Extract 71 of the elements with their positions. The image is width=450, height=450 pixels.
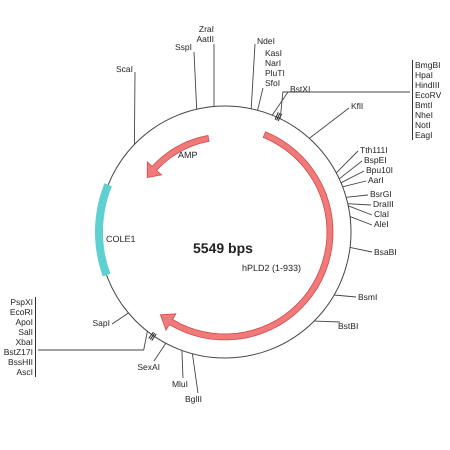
enzyme-label: BstBI: [338, 321, 358, 331]
leader-line: [350, 246, 372, 252]
leader-line: [154, 342, 166, 362]
feature-label: hPLD2 (1-933): [242, 263, 302, 273]
leader-line: [250, 44, 256, 110]
enzyme-label: BglII: [184, 394, 202, 404]
leader-line: [257, 88, 264, 111]
leader-line: [272, 92, 288, 116]
feature-label: COLE1: [106, 234, 136, 244]
bracket: [412, 60, 442, 140]
enzyme-label: XbaI: [14, 337, 33, 347]
enzyme-label: SspI: [174, 42, 192, 52]
enzyme-label: NarI: [265, 58, 282, 68]
enzyme-label: EcoRI: [8, 307, 33, 317]
enzyme-label: BmtI: [415, 100, 434, 110]
enzyme-label: Tth111I: [360, 145, 388, 155]
leader-line: [280, 92, 410, 120]
leader-line: [336, 150, 358, 174]
leader-line: [194, 52, 198, 110]
enzyme-label: SfoI: [265, 78, 282, 88]
enzyme-label: HindIII: [415, 80, 441, 90]
enzyme-label: BsmI: [358, 292, 378, 302]
enzyme-label: EcoRV: [415, 90, 442, 100]
leader-line: [192, 353, 198, 394]
enzyme-label: HpaI: [415, 70, 434, 80]
enzyme-label: BmgBI: [415, 60, 442, 70]
enzyme-label: SapI: [92, 318, 110, 328]
leader-line: [112, 312, 129, 324]
enzyme-label: ApoI: [14, 317, 33, 327]
leader-line: [308, 108, 350, 139]
enzyme-label: ClaI: [374, 209, 390, 219]
bracket: [4, 297, 36, 377]
enzyme-label: BsrGI: [370, 189, 392, 199]
leader-line: [134, 72, 136, 145]
leader-line: [340, 170, 364, 184]
enzyme-label: KasI: [265, 48, 284, 58]
enzyme-label: NdeI: [257, 36, 275, 46]
leader-line: [346, 194, 368, 198]
enzyme-label: NheI: [415, 110, 434, 120]
enzyme-label: ScaI: [116, 64, 133, 74]
enzyme-label: EagI: [415, 130, 434, 140]
leader-line: [347, 203, 372, 206]
enzyme-label: PluTI: [265, 68, 285, 78]
leader-line: [338, 160, 362, 180]
enzyme-label: DraIII: [373, 199, 394, 209]
feature-label: AMP: [178, 150, 198, 160]
enzyme-label: AleI: [374, 219, 389, 229]
enzyme-label: Bpu10I: [366, 165, 393, 175]
enzyme-label: AatII: [196, 34, 214, 44]
plasmid-size: 5549 bps: [193, 240, 253, 256]
enzyme-label: SalI: [17, 327, 33, 337]
leader-line: [314, 320, 340, 322]
enzyme-label: BssHII: [6, 357, 33, 367]
enzyme-label: NotI: [415, 120, 432, 130]
leader-line: [342, 180, 366, 188]
leader-line: [181, 350, 184, 378]
enzyme-label: AarI: [368, 175, 384, 185]
leader-line: [348, 205, 372, 216]
enzyme-label: PspXI: [9, 297, 33, 307]
enzyme-label: KflI: [351, 101, 364, 111]
leader-line: [38, 330, 148, 350]
enzyme-label: BstZ17I: [4, 347, 33, 357]
enzyme-label: BspEI: [364, 155, 387, 165]
enzyme-label: SexAI: [137, 362, 160, 372]
enzyme-label: AscI: [15, 367, 33, 377]
leader-line: [334, 294, 356, 298]
enzyme-label: MluI: [172, 379, 188, 389]
enzyme-label: BsaBI: [374, 247, 397, 257]
enzyme-label: BstXI: [290, 84, 310, 94]
enzyme-label: ZraI: [198, 24, 214, 34]
leader-line: [350, 216, 372, 226]
